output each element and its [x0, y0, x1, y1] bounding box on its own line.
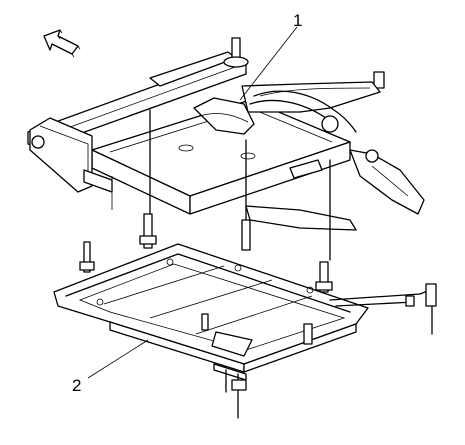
skid-plate [53, 243, 437, 419]
callout-1: 1 [239, 11, 302, 101]
mounting-studs [79, 213, 333, 293]
callout-number: 2 [72, 376, 81, 395]
callout-number: 1 [293, 11, 302, 30]
arrow-icon [43, 29, 81, 58]
frame-assembly [27, 37, 425, 261]
callout-2: 2 [72, 339, 149, 395]
